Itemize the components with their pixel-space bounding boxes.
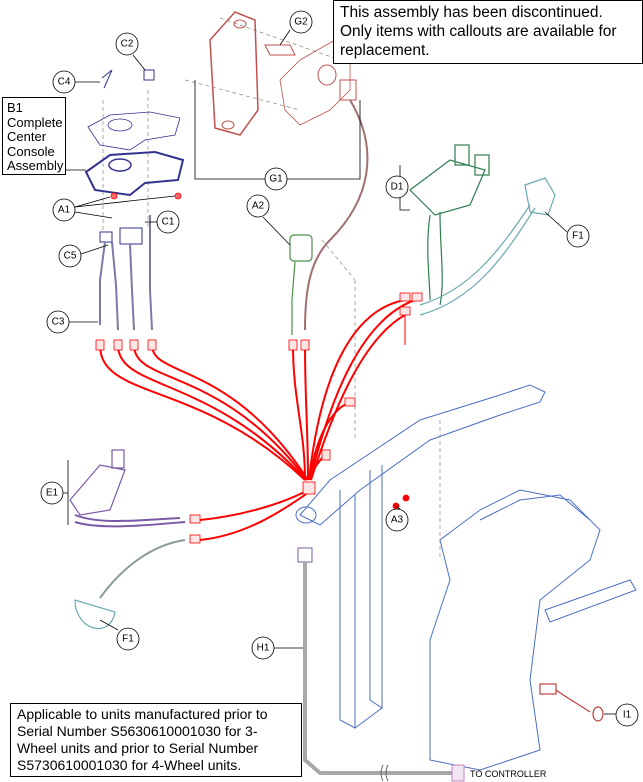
svg-text:F1: F1	[122, 634, 134, 645]
cable-h1	[297, 547, 465, 782]
callouts: C2 C4 A1 C1 C5 C3 G2 G1 A2 D1 F1 E1 F1 A…	[40, 10, 639, 727]
callout-c1[interactable]: C1	[156, 210, 180, 234]
switch-d1	[409, 144, 490, 306]
svg-text:E1: E1	[46, 488, 59, 499]
socket-a2	[289, 234, 313, 335]
center-console	[84, 69, 185, 245]
to-controller-label: TO CONTROLLER	[470, 769, 547, 779]
callout-a1[interactable]: A1	[52, 198, 76, 222]
callout-f1-right[interactable]: F1	[566, 224, 590, 248]
svg-text:I1: I1	[623, 710, 632, 721]
svg-text:D1: D1	[391, 182, 404, 193]
callout-d1[interactable]: D1	[385, 175, 409, 199]
wiring-harness	[99, 299, 416, 541]
assembly-line: Assembly	[7, 158, 64, 173]
svg-text:C2: C2	[121, 39, 134, 50]
assembly-box-b1[interactable]: B1 Complete Center Console Assembly	[2, 97, 66, 175]
svg-text:C1: C1	[162, 217, 175, 228]
svg-text:A1: A1	[58, 205, 71, 216]
f1-left-lamp	[74, 539, 186, 630]
svg-text:A3: A3	[391, 515, 404, 526]
discontinued-note: This assembly has been discontinued. Onl…	[333, 0, 643, 64]
callout-h1[interactable]: H1	[251, 636, 275, 660]
callout-e1[interactable]: E1	[40, 481, 64, 505]
applicability-note: Applicable to units manufactured prior t…	[10, 703, 302, 777]
callout-c4[interactable]: C4	[52, 70, 76, 94]
svg-text:C4: C4	[58, 77, 71, 88]
console-harness	[99, 215, 153, 331]
callout-i1[interactable]: I1	[615, 703, 639, 727]
callout-c5[interactable]: C5	[58, 244, 82, 268]
g1-cable	[304, 99, 369, 331]
svg-text:C5: C5	[64, 251, 77, 262]
guide-lines	[102, 17, 441, 560]
callout-g2[interactable]: G2	[289, 10, 313, 34]
assembly-line: Complete	[7, 114, 63, 130]
bracket-assembly	[209, 11, 357, 136]
svg-text:H1: H1	[257, 643, 270, 654]
svg-text:A2: A2	[252, 201, 265, 212]
switch-e1	[69, 449, 186, 528]
svg-text:G2: G2	[294, 17, 308, 28]
callout-a2[interactable]: A2	[246, 194, 270, 218]
callout-c3[interactable]: C3	[46, 310, 70, 334]
tiller-assembly	[295, 384, 637, 771]
callout-g1[interactable]: G1	[264, 167, 288, 191]
svg-text:C3: C3	[52, 317, 65, 328]
callout-f1-left[interactable]: F1	[116, 627, 140, 651]
connectors	[95, 192, 423, 544]
callout-c2[interactable]: C2	[115, 32, 139, 56]
svg-text:F1: F1	[572, 231, 584, 242]
f1-right-lamp	[419, 177, 556, 316]
assembly-id: B1	[7, 100, 23, 115]
connector-i1	[539, 683, 604, 722]
assembly-line: Console	[7, 143, 55, 159]
leader-lines	[63, 29, 616, 715]
assembly-line: Center	[7, 129, 47, 144]
callout-a3[interactable]: A3	[385, 508, 409, 532]
svg-text:G1: G1	[269, 174, 283, 185]
